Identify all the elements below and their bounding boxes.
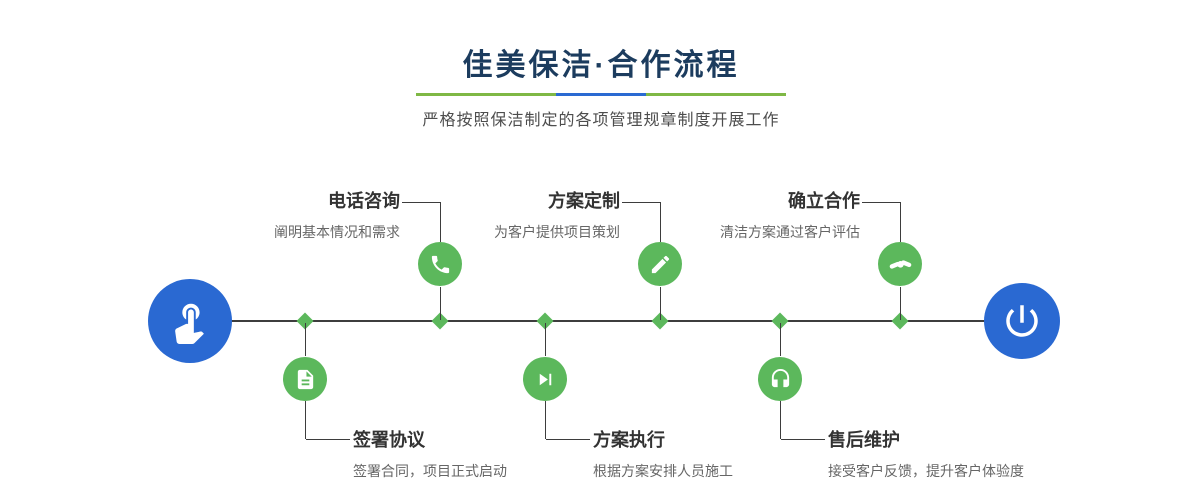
step-connector	[545, 323, 546, 356]
play-next-icon	[539, 373, 551, 385]
step-node-phone	[418, 242, 462, 286]
step-label-execution: 方案执行 根据方案安排人员施工	[593, 428, 733, 480]
step-desc: 为客户提供项目策划	[494, 224, 620, 240]
headset-plus-icon	[771, 368, 789, 387]
step-connector	[402, 202, 440, 203]
step-label-plan: 方案定制 为客户提供项目策划	[494, 189, 620, 241]
step-connector	[781, 439, 825, 440]
step-label-agreement: 签署协议 签署合同，项目正式启动	[353, 428, 507, 480]
step-connector	[305, 323, 306, 356]
document-pen-icon	[297, 369, 313, 389]
step-connector	[546, 439, 590, 440]
step-connector	[660, 287, 661, 320]
step-desc: 阐明基本情况和需求	[274, 224, 400, 240]
step-connector	[862, 202, 900, 203]
step-connector	[622, 202, 660, 203]
step-title: 方案执行	[593, 430, 665, 450]
divider-blue-segment	[556, 93, 646, 96]
step-connector	[305, 401, 306, 439]
step-node-plan	[638, 242, 682, 286]
step-node-cooperation	[878, 242, 922, 286]
page-subtitle: 严格按照保洁制定的各项管理规章制度开展工作	[422, 112, 780, 129]
step-connector	[440, 287, 441, 320]
step-label-phone: 电话咨询 阐明基本情况和需求	[274, 189, 400, 241]
step-connector	[660, 202, 661, 242]
step-desc: 签署合同，项目正式启动	[353, 463, 507, 479]
step-title: 售后维护	[828, 430, 900, 450]
step-title: 签署协议	[353, 430, 425, 450]
step-node-aftersales	[758, 357, 802, 401]
divider-green-segment	[416, 93, 556, 96]
step-connector	[900, 287, 901, 320]
step-node-execution	[523, 357, 567, 401]
title-divider	[416, 93, 786, 96]
flow-start-node	[148, 279, 232, 363]
step-title: 确立合作	[788, 191, 860, 211]
pencil-icon	[651, 255, 669, 273]
step-connector	[306, 439, 350, 440]
divider-green-segment	[646, 93, 786, 96]
flow-end-node	[984, 283, 1060, 359]
handshake-icon	[889, 259, 911, 269]
phone-icon	[431, 255, 449, 273]
step-label-aftersales: 售后维护 接受客户反馈，提升客户体验度	[828, 428, 1024, 480]
step-connector	[900, 202, 901, 242]
step-desc: 根据方案安排人员施工	[593, 463, 733, 479]
page-title: 佳美保洁·合作流程	[462, 49, 740, 82]
step-label-cooperation: 确立合作 清洁方案通过客户评估	[720, 189, 860, 241]
step-desc: 清洁方案通过客户评估	[720, 224, 860, 240]
step-connector	[780, 323, 781, 356]
pointer-hand-icon	[175, 303, 204, 344]
step-title: 方案定制	[548, 191, 620, 211]
power-icon	[1006, 305, 1038, 337]
step-node-agreement	[283, 357, 327, 401]
step-title: 电话咨询	[328, 191, 400, 211]
step-connector	[545, 401, 546, 439]
timeline-axis	[190, 320, 1022, 322]
step-connector	[780, 401, 781, 439]
step-connector	[440, 202, 441, 242]
step-desc: 接受客户反馈，提升客户体验度	[828, 463, 1024, 479]
